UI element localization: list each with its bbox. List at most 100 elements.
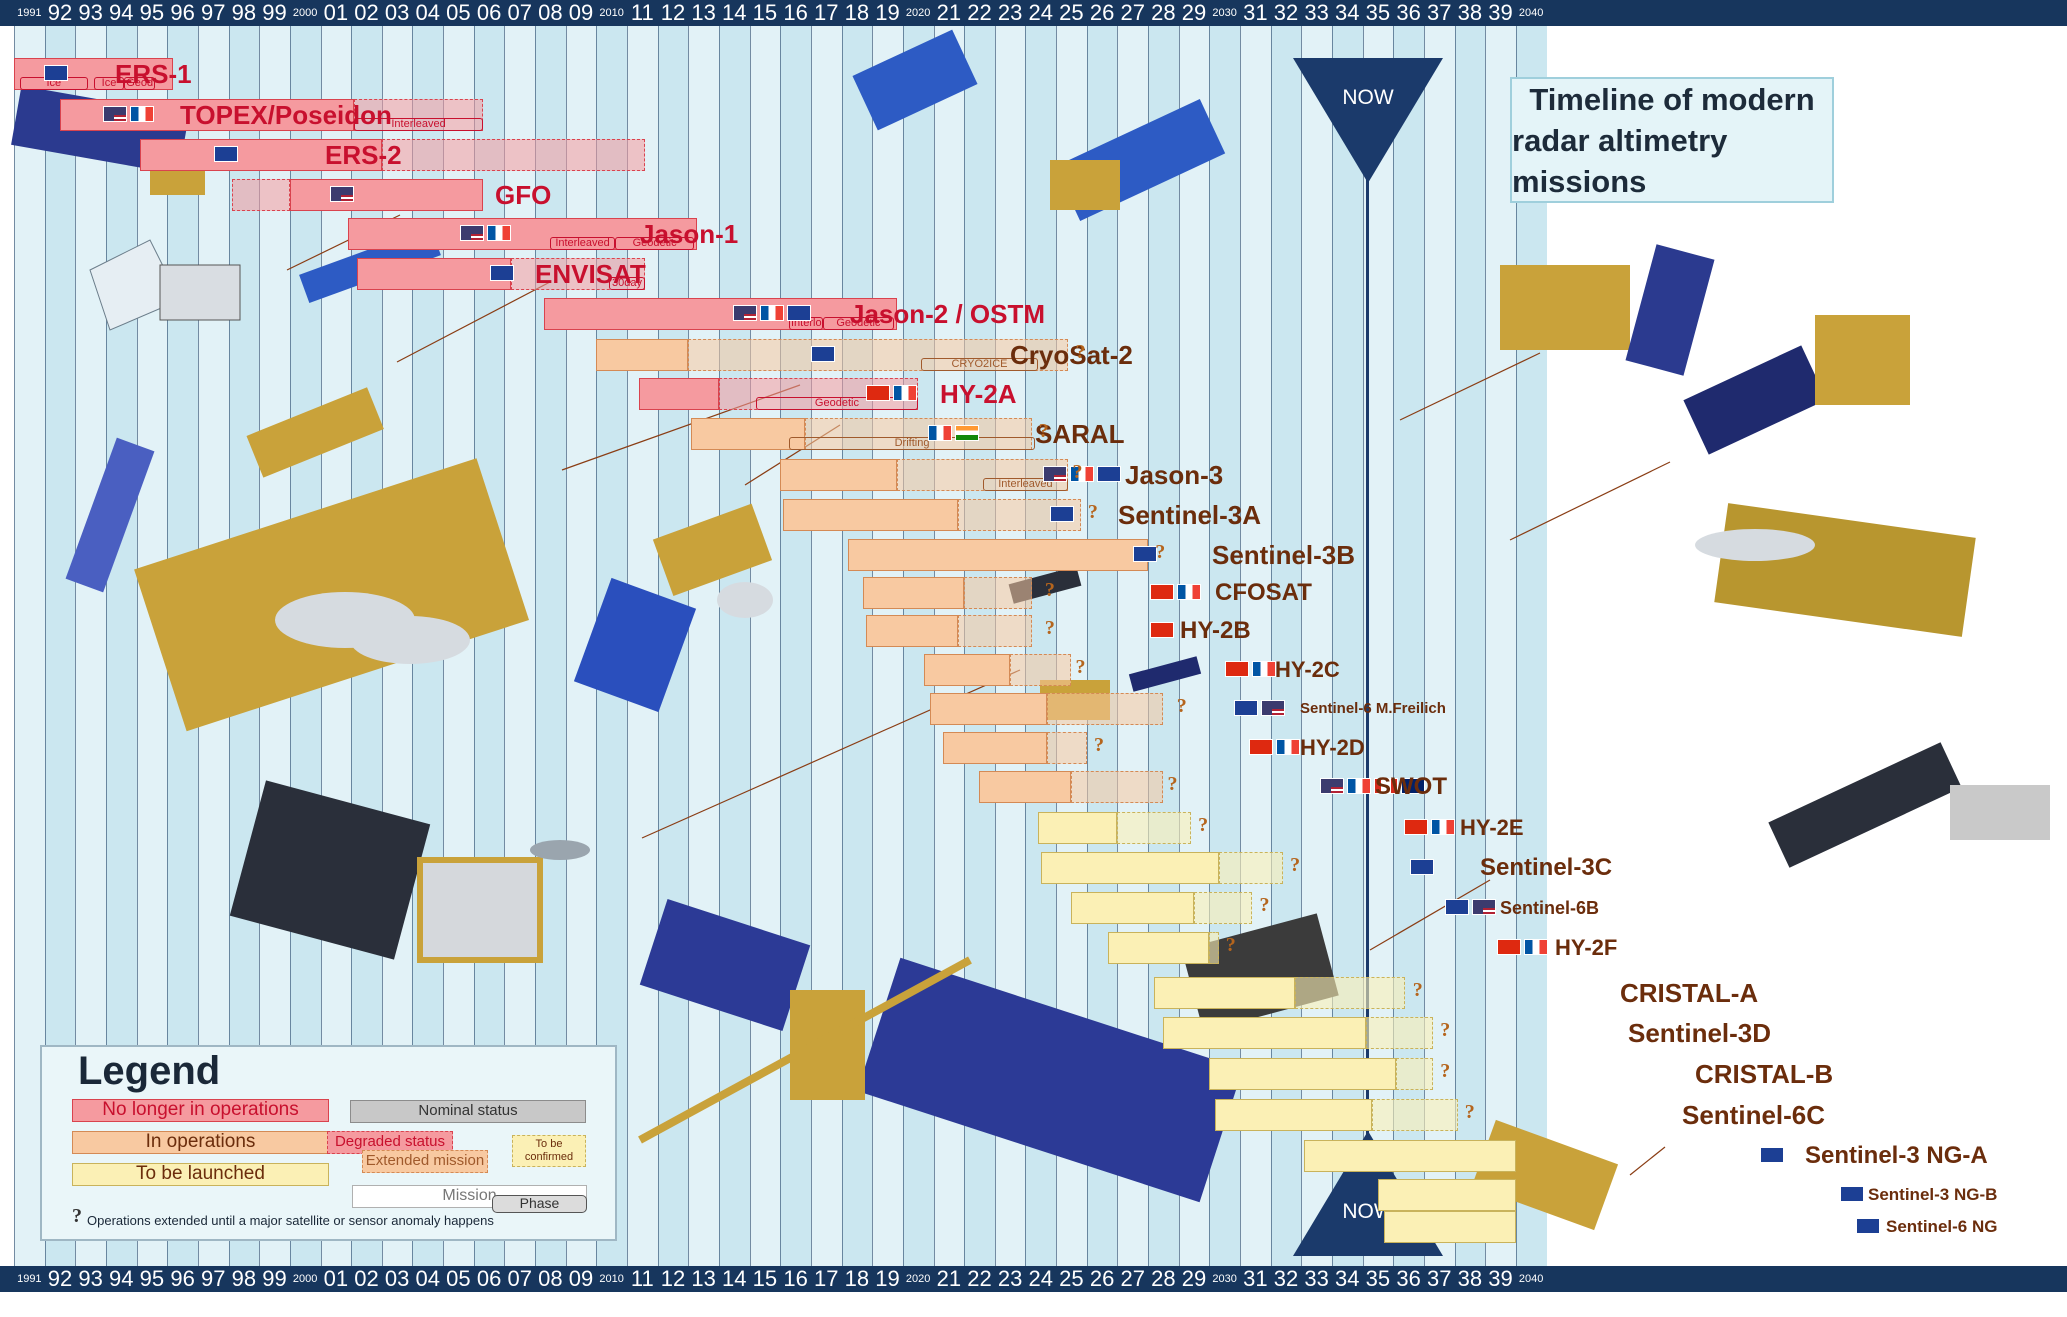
eu-flag-icon [1133,546,1157,562]
eu-flag-icon [214,146,238,162]
bottom-year-label: 99 [262,1266,287,1291]
bottom-year-label: 01 [323,1266,349,1291]
mission-flags [44,57,68,81]
bottom-year-label: 18 [844,1266,870,1291]
bottom-year-label: 36 [1396,1266,1421,1291]
legend: Legend No longer in operations In operat… [40,1045,617,1241]
eu-flag-icon [1097,466,1121,482]
bottom-year-label: 2010 [599,1273,624,1285]
fr-flag-icon [1276,739,1300,755]
question-mark-icon: ? [1093,734,1104,756]
poster-title: Timeline of modern radar altimetry missi… [1510,77,1834,203]
bottom-year-label: 29 [1181,1266,1207,1291]
eu-flag-icon [1050,506,1074,522]
year-gridline [75,26,77,1266]
mission-extended-period [1218,852,1283,884]
bottom-year-label: 22 [967,1266,992,1291]
top-year-label: 21 [936,0,962,25]
now-label-top: NOW [1342,86,1394,109]
eu-flag-icon [1760,1147,1784,1163]
question-mark-icon: ? [1075,341,1086,363]
mission-extended-period [1295,977,1406,1009]
year-gridline [1240,26,1241,1266]
year-column [1485,26,1517,1266]
us-flag-icon [330,186,354,202]
fr-flag-icon [1431,819,1455,835]
now-line [1366,130,1369,1140]
mission-name: ENVISAT [535,259,646,289]
cn-flag-icon [1497,939,1521,955]
year-gridline [1515,26,1517,1266]
mission-name: Sentinel-3D [1628,1018,1772,1048]
year-gridline [1393,26,1395,1266]
bottom-year-label: 19 [875,1266,900,1291]
top-year-label: 06 [476,0,502,25]
question-mark-icon: ? [1440,1060,1451,1082]
satellite-illustration [1500,244,1910,455]
us-flag-icon [733,305,757,321]
bottom-year-label: 2020 [905,1273,931,1285]
year-gridline [565,26,567,1266]
bottom-year-label: 31 [1243,1266,1268,1291]
question-mark-icon: ? [1259,894,1270,916]
poster-title-line-1: Timeline of modern [1529,81,1815,117]
mission-bar [1037,812,1118,844]
year-gridline [718,26,720,1266]
question-mark-icon: ? [1464,1101,1475,1123]
top-year-label: 2010 [599,7,624,19]
mission-bar [1377,1179,1516,1211]
mission-extended-period [1194,892,1253,924]
top-year-label: 19 [875,0,900,25]
legend-extended-mission: Extended mission [362,1150,488,1173]
mission-name: ERS-1 [115,59,192,89]
mission-bar [639,378,719,410]
mission-bar [942,732,1047,764]
legend-title: Legend [78,1049,221,1093]
bottom-year-label: 97 [200,1266,226,1291]
top-year-label: 14 [722,0,747,25]
bottom-year-label: 14 [722,1266,747,1291]
bottom-year-label: 96 [170,1266,195,1291]
bottom-year-label: 37 [1426,1266,1452,1291]
bottom-year-label: 17 [813,1266,839,1291]
mission-bar [1384,1211,1516,1243]
mission-extended-period [510,258,646,290]
year-gridline [1148,26,1150,1266]
mission-name: Sentinel-6 NG [1886,1217,1998,1236]
eu-flag-icon [811,346,835,362]
mission-bar [866,615,958,647]
mission-name: Sentinel-3A [1118,500,1262,530]
cn-flag-icon [1404,819,1428,835]
mission-flags [103,98,154,122]
mission-extended-period [1396,1058,1434,1090]
mission-extended-period [1010,654,1072,686]
bottom-year-label: 28 [1151,1266,1176,1291]
top-year-label: 13 [691,0,716,25]
mission-name: Jason-2 / OSTM [850,299,1046,329]
question-mark-icon: ? [1072,461,1083,483]
eu-flag-icon [1445,899,1469,915]
eu-flag-icon [1234,700,1258,716]
mission-bar [863,577,965,609]
question-mark-icon: ? [1167,773,1178,795]
bottom-year-label: 39 [1488,1266,1513,1291]
mission-name: SWOT [1375,773,1447,800]
bottom-year-label: 26 [1089,1266,1115,1291]
mission-bar [847,539,1149,571]
mission-flags [1133,538,1157,562]
mission-extended-period [1046,732,1087,764]
mission-bar [1071,892,1195,924]
question-mark-icon: ? [1176,695,1187,717]
top-year-label: 2020 [905,7,931,19]
mission-name: HY-2D [1300,735,1365,760]
cn-flag-icon [1249,739,1273,755]
top-year-label: 02 [354,0,379,25]
top-year-label: 07 [507,0,532,25]
legend-note: Operations extended until a major satell… [87,1213,494,1228]
bottom-year-label: 2040 [1518,1273,1544,1285]
mission-bar [979,771,1072,803]
legend-degraded-status: Degraded status [327,1131,453,1154]
top-year-label: 25 [1059,0,1084,25]
top-year-label: 26 [1089,0,1115,25]
legend-to-be-launched: To be launched [72,1163,329,1186]
